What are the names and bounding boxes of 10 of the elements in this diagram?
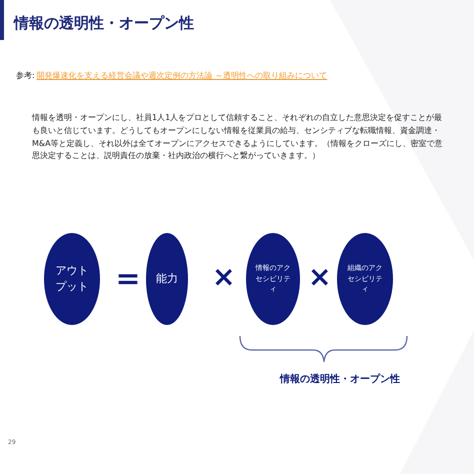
reference-link: 開発爆速化を支える経営会議や週次定例の方法論 ～透明性への取り組みについて [36,72,328,81]
slide-title: 情報の透明性・オープン性 [14,14,194,33]
node-label: アウトプット [56,262,88,295]
equals-sign: ＝ [111,260,145,298]
multiply-sign: × [308,262,332,293]
body-paragraph: 情報を透明・オープンにし、社員1人1人をプロとして信頼すること、それぞれの自立した意思決定を促すことが最も良いと信じています。どうしてもオープンにしない情報を従業員の給与、センシティブな転職情報、資金調達・M&A等と定義し、それ以外は全てオープンにアクセスできるようにしています。（情報をクローズにし、密室で意思決定することは、説明責任の放棄・社内政治の横行へと繋がっていきます。） [32,112,444,162]
node-label: 能力 [156,270,178,287]
brace-label: 情報の透明性・オープン性 [280,374,400,385]
label-text: 参考: [16,72,35,81]
multiply-sign: × [212,262,236,293]
